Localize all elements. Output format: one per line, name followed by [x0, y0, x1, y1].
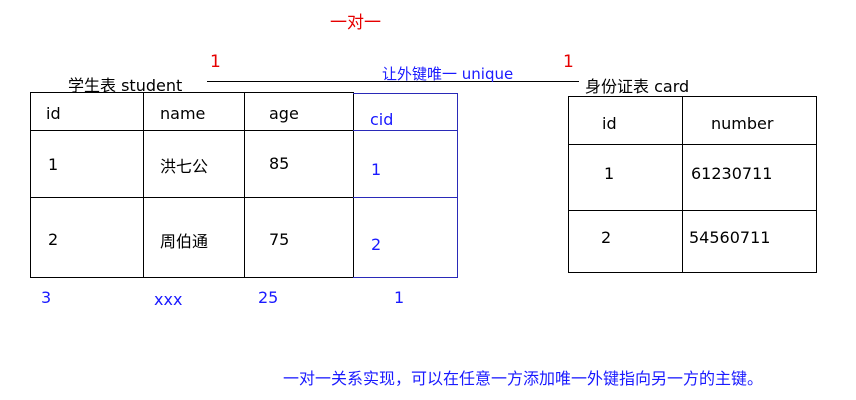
student-header-id: id — [46, 104, 61, 123]
card-row2-number: 54560711 — [689, 228, 771, 247]
student-header-name: name — [160, 104, 206, 123]
card-row1-id: 1 — [604, 164, 615, 183]
relation-line — [207, 81, 579, 82]
right-cardinality: 1 — [563, 52, 574, 72]
card-table-caption: 身份证表 card — [585, 77, 690, 96]
student-header-cid: cid — [370, 110, 394, 129]
student-row2-name: 周伯通 — [160, 232, 209, 251]
extra-row-cid: 1 — [394, 288, 405, 307]
student-table-caption: 学生表 student — [68, 76, 183, 95]
student-row1-cid: 1 — [371, 160, 382, 179]
student-header-age: age — [269, 104, 299, 123]
card-header-number: number — [711, 114, 774, 133]
student-row1-id: 1 — [48, 155, 59, 174]
student-row1-name: 洪七公 — [160, 157, 209, 176]
diagram-title: 一对一 — [330, 13, 381, 33]
student-row1-age: 85 — [269, 154, 290, 173]
explanation-note: 一对一关系实现，可以在任意一方添加唯一外键指向另一方的主键。 — [283, 369, 764, 388]
card-header-id: id — [602, 114, 617, 133]
student-row2-age: 75 — [269, 230, 290, 249]
student-row2-id: 2 — [48, 230, 59, 249]
extra-row-name: xxx — [154, 290, 183, 309]
left-cardinality: 1 — [210, 52, 221, 72]
relation-label: 让外键唯一 unique — [382, 65, 514, 83]
card-row1-number: 61230711 — [691, 164, 773, 183]
student-row2-cid: 2 — [371, 235, 382, 254]
card-row2-id: 2 — [601, 228, 612, 247]
extra-row-age: 25 — [258, 288, 279, 307]
extra-row-id: 3 — [41, 288, 52, 307]
